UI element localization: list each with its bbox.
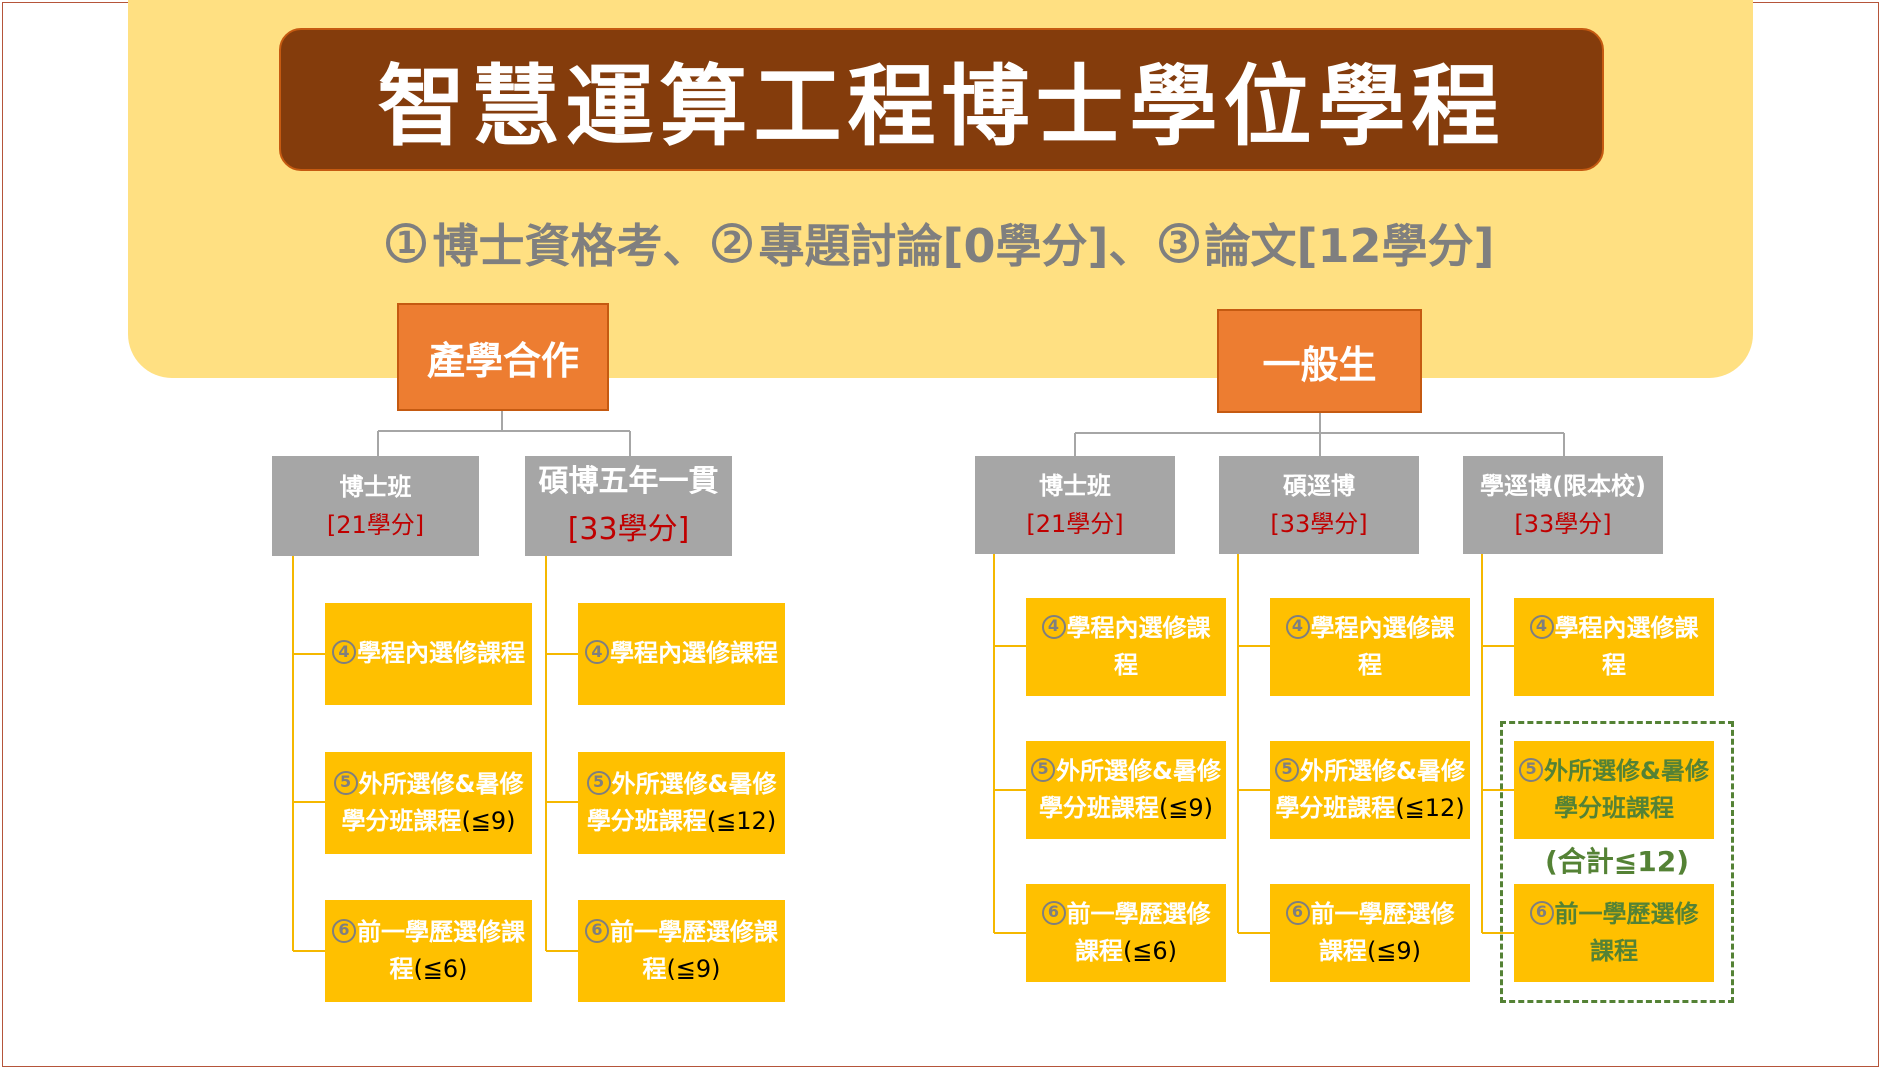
course-number-badge: 5 [1031,757,1056,782]
course-text: 前一學歷選修課程 [1554,899,1699,965]
course-text: 前一學歷選修課程 [610,917,778,983]
track-label: 博士班 [339,472,412,501]
course-number-badge: 6 [1529,900,1554,925]
course-text: 學程內選修課程 [1066,613,1211,679]
category-general: 一般生 [1217,309,1422,413]
course-limit: (≦12) [706,807,777,835]
course-limit: (≦6) [1122,937,1178,965]
track-label: 碩逕博 [1283,471,1355,500]
course-text: 學程內選修課程 [1310,613,1455,679]
course-number-badge: 5 [333,770,358,795]
course-text: 外所選修&暑修學分班課程 [1275,756,1465,822]
course-text: 前一學歷選修課程 [357,917,525,983]
course-text: 前一學歷選修課程 [1066,899,1211,965]
requirement-number-badge: 1 [386,223,427,263]
course-number-badge: 6 [585,918,609,943]
core-requirements: 1 博士資格考、 2 專題討論[0學分]、 3 論文[12學分] [128,210,1753,276]
track-credit: [33學分] [567,512,690,547]
category-industry: 產學合作 [397,303,609,411]
requirement-number-badge: 3 [1158,223,1199,263]
track-industry-integrated: 碩博五年一貫 [33學分] [525,456,732,556]
track-general-bachelor-direct: 學逕博(限本校) [33學分] [1463,456,1663,554]
requirement-qualifying-exam: 博士資格考、 [432,219,709,273]
course-number-badge: 4 [332,640,356,665]
track-industry-phd: 博士班 [21學分] [272,456,479,556]
course-limit: (≦6) [413,955,468,983]
track-label: 學逕博(限本校) [1480,471,1646,500]
title-bar: 智慧運算工程博士學位學程 [279,28,1604,171]
course-text: 外所選修&暑修學分班課程 [586,769,777,835]
requirement-seminar: 專題討論[0學分]、 [758,219,1155,273]
program-title: 智慧運算工程博士學位學程 [377,55,1506,158]
course-number-badge: 4 [1041,614,1066,639]
course-number-badge: 6 [1041,900,1066,925]
tree-connectors-gold [292,554,1514,952]
combined-limit-label: (合計≦12) [1544,845,1690,878]
course-number-badge: 4 [585,640,609,665]
track-credit: [21學分] [1026,510,1124,538]
course-text: 外所選修&暑修學分班課程 [1544,756,1709,822]
course-number-badge: 5 [1519,757,1544,782]
course-limit: (≦9) [461,807,516,835]
course-number-badge: 5 [1275,757,1300,782]
course-text: 學程內選修課程 [610,639,778,668]
course-limit: (≦9) [1366,937,1422,965]
combined-limit-group [1500,721,1734,1003]
course-number-badge: 4 [1529,614,1554,639]
track-credit: [33學分] [1270,510,1368,538]
requirement-dissertation: 論文[12學分] [1204,219,1495,273]
track-label: 碩博五年一貫 [538,464,719,499]
category-label: 一般生 [1262,342,1377,387]
track-credit: [33學分] [1514,510,1612,538]
course-number-badge: 6 [332,918,356,943]
course-number-badge: 6 [1285,900,1310,925]
course-number-badge: 5 [586,770,611,795]
course-limit: (≦9) [666,955,721,983]
course-number-badge: 4 [1285,614,1310,639]
track-label: 博士班 [1039,471,1111,500]
track-general-phd: 博士班 [21學分] [975,456,1175,554]
course-limit: (≦12) [1395,794,1465,822]
track-credit: [21學分] [326,511,425,539]
tree-connectors-gray [377,411,1565,456]
course-limit: (≦9) [1158,794,1214,822]
course-text: 外所選修&暑修學分班課程 [1038,756,1221,822]
course-text: 外所選修&暑修學分班課程 [341,769,524,835]
course-text: 學程內選修課程 [357,639,525,668]
requirement-number-badge: 2 [712,223,753,263]
category-label: 產學合作 [426,338,579,383]
course-text: 前一學歷選修課程 [1310,899,1455,965]
course-text: 學程內選修課程 [1554,613,1699,679]
track-general-masters-direct: 碩逕博 [33學分] [1219,456,1419,554]
